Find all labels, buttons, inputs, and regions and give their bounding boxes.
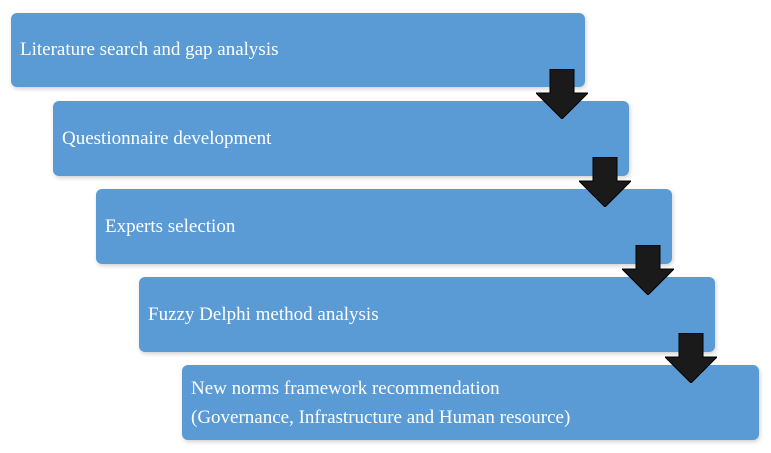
step-5-label-line-1: New norms framework recommendation bbox=[191, 377, 500, 399]
arrow-down-icon bbox=[622, 245, 674, 295]
step-1-label: Literature search and gap analysis bbox=[20, 39, 279, 60]
step-3-box: Experts selection bbox=[96, 189, 672, 264]
arrow-down-icon bbox=[579, 157, 631, 207]
step-5-box: New norms framework recommendation (Gove… bbox=[182, 365, 759, 440]
step-1-box: Literature search and gap analysis bbox=[11, 13, 585, 87]
step-5-label-line-2: (Governance, Infrastructure and Human re… bbox=[191, 406, 571, 428]
step-5-label: New norms framework recommendation (Gove… bbox=[191, 374, 570, 432]
step-4-box: Fuzzy Delphi method analysis bbox=[139, 277, 715, 352]
step-4-label: Fuzzy Delphi method analysis bbox=[148, 303, 379, 325]
step-3-label: Experts selection bbox=[105, 215, 236, 237]
arrow-down-icon bbox=[665, 333, 717, 383]
step-2-box: Questionnaire development bbox=[53, 101, 629, 176]
step-2-label: Questionnaire development bbox=[62, 127, 272, 149]
arrow-down-icon bbox=[536, 69, 588, 119]
